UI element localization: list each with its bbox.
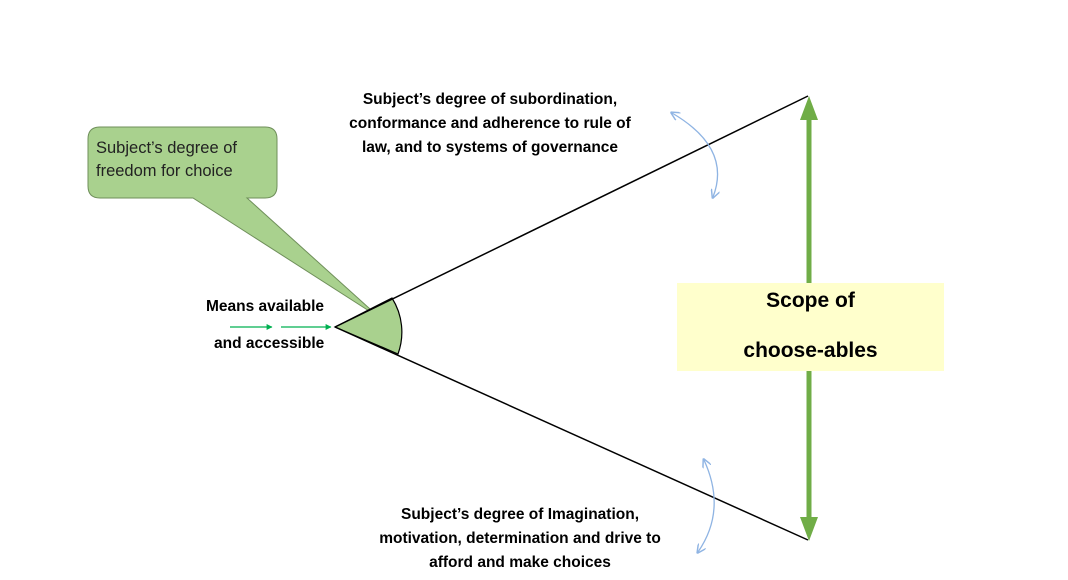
callout-bubble xyxy=(87,126,381,319)
scope-label-line-1: Scope of xyxy=(766,289,855,312)
scope-label-line-2: choose-ables xyxy=(743,339,878,362)
means-label-line-1: Means available xyxy=(206,298,325,315)
scope-box xyxy=(677,283,944,371)
subordination-line-1: Subject’s degree of subordination, xyxy=(362,91,618,108)
subordination-label: Subject’s degree of subordination, confo… xyxy=(300,88,680,160)
freedom-angle-sector xyxy=(333,297,403,355)
lower-curved-arrow xyxy=(698,460,715,552)
scope-arrow-head-down xyxy=(800,517,818,541)
callout-line-2: freedom for choice xyxy=(96,162,233,180)
means-label-line-2: and accessible xyxy=(214,335,325,352)
upper-curved-arrow xyxy=(672,113,718,197)
subordination-line-3: law, and to systems of governance xyxy=(361,139,619,156)
callout-label: Subject’s degree of freedom for choice xyxy=(96,137,237,183)
imagination-label: Subject’s degree of Imagination, motivat… xyxy=(330,503,710,575)
imagination-line-2: motivation, determination and drive to xyxy=(379,530,661,547)
subordination-line-2: conformance and adherence to rule of xyxy=(349,115,631,132)
imagination-line-1: Subject’s degree of Imagination, xyxy=(401,506,639,523)
callout-line-1: Subject’s degree of xyxy=(96,139,237,157)
upper-ray xyxy=(334,95,809,328)
lower-ray xyxy=(334,326,809,541)
imagination-line-3: afford and make choices xyxy=(429,554,611,571)
scope-arrow-head-up xyxy=(800,96,818,120)
